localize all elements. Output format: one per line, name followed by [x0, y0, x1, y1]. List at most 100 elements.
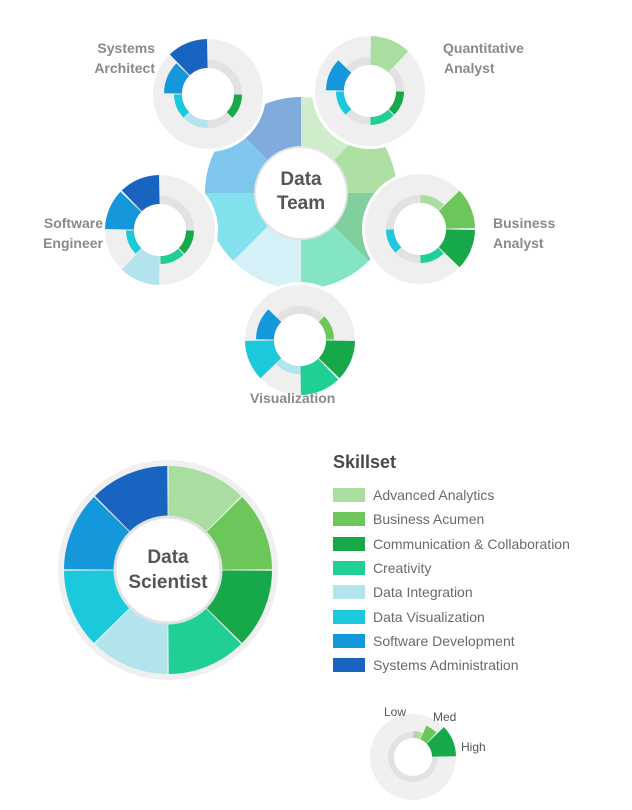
skill-level-segment [318, 316, 334, 340]
legend-item: Advanced Analytics [333, 483, 570, 507]
data-team-title: Data Team [260, 168, 342, 216]
role-rings [102, 33, 478, 398]
legend-swatch [333, 512, 365, 527]
label-line1: Software [43, 215, 103, 231]
label-line2: Analyst [444, 60, 495, 76]
legend-label: Software Development [373, 632, 515, 649]
role-ring-track [126, 196, 194, 264]
skill-level-segment [256, 309, 282, 340]
skill-level-segment [370, 36, 409, 73]
skill-level-segment [388, 91, 404, 115]
legend-label: Creativity [373, 560, 432, 577]
scale-low-label: Low [384, 705, 407, 719]
label-visualization: Visualization [250, 388, 335, 408]
skill-level-segment [105, 191, 142, 230]
skill-level-segment [121, 175, 160, 212]
legend-label: Data Visualization [373, 608, 485, 625]
role-ring-track [336, 57, 404, 125]
label-systems-architect: Systems Architect [60, 38, 155, 78]
role-ring-center [182, 68, 234, 120]
scale-level-1 [413, 731, 423, 740]
legend-label: Advanced Analytics [373, 487, 495, 504]
scientist-segment-3 [168, 607, 242, 674]
legend-item: Systems Administration [333, 653, 570, 677]
hub-center [254, 146, 348, 240]
skill-level-segment [184, 112, 208, 128]
legend-title: Skillset [333, 452, 397, 472]
skill-level-segment [318, 340, 355, 379]
legend-swatch [333, 585, 365, 600]
skill-level-segment [169, 39, 208, 76]
role-ring-business-analyst [362, 171, 478, 287]
skill-level-segment [326, 60, 352, 91]
legend-item: Data Integration [333, 580, 570, 604]
skill-level-scale [370, 714, 456, 800]
label-line1: Business [493, 215, 556, 231]
role-ring-systems-architect [150, 36, 266, 152]
label-line2: Engineer [43, 235, 103, 251]
legend-label: Communication & Collaboration [373, 535, 570, 552]
role-ring-track [174, 60, 242, 128]
scientist-segment-7 [94, 466, 168, 533]
legend-label: Business Acumen [373, 511, 485, 528]
skill-level-segment [164, 63, 190, 94]
scientist-center [113, 515, 223, 625]
data-scientist-wheel [58, 460, 278, 680]
label-line1: Quantitative [443, 40, 524, 56]
scale-high-label: High [461, 740, 486, 754]
skill-level-segment [336, 91, 352, 115]
skill-level-segment [121, 248, 160, 285]
scientist-segment-1 [205, 496, 272, 570]
role-ring-quantitative-analyst [312, 33, 428, 149]
legend-item: Communication & Collaboration [333, 532, 570, 556]
label-line2: Analyst [493, 235, 544, 251]
legend-label: Systems Administration [373, 657, 519, 674]
data-scientist-line1: Data [147, 547, 189, 568]
hub-segment-3 [301, 225, 369, 289]
data-team-line1: Data [280, 169, 322, 190]
skill-level-segment [174, 94, 190, 118]
scientist-segment-2 [205, 570, 272, 644]
role-ring-center [134, 204, 186, 256]
role-ring-software-engineer [102, 172, 218, 288]
legend-swatch [333, 609, 365, 624]
role-ring-track [266, 306, 334, 374]
hub-segment-5 [205, 193, 269, 261]
label-quantitative-analyst: Quantitative Analyst [443, 38, 524, 78]
label-line1: Visualization [250, 390, 336, 406]
scientist-segment-5 [64, 570, 131, 644]
skill-level-segment [420, 195, 444, 211]
skill-level-segment [438, 229, 475, 268]
legend-label: Data Integration [373, 584, 473, 601]
scientist-segment-6 [64, 496, 131, 570]
skill-level-segment [300, 358, 339, 395]
skill-level-segment [276, 358, 300, 374]
skill-level-segment [126, 230, 142, 254]
scale-med-label: Med [433, 710, 457, 724]
label-line2: Architect [94, 60, 155, 76]
data-scientist-line2: Scientist [128, 572, 208, 593]
legend-item: Business Acumen [333, 507, 570, 531]
skill-level-segment [438, 190, 475, 229]
data-scientist-title: Data Scientist [118, 545, 218, 595]
legend-swatch [333, 633, 365, 648]
skill-level-segment [178, 230, 194, 254]
role-ring-center [344, 65, 396, 117]
role-ring-visualization [242, 282, 358, 398]
scientist-segment-4 [94, 607, 168, 674]
role-ring-center [274, 314, 326, 366]
data-team-line2: Team [276, 193, 326, 214]
label-business-analyst: Business Analyst [493, 213, 555, 253]
legend-swatch [333, 658, 365, 673]
scale-level-2 [420, 725, 437, 744]
hub-segment-4 [233, 225, 301, 290]
scale-level-3 [426, 727, 456, 757]
role-ring-track [386, 195, 454, 263]
legend-item: Data Visualization [333, 604, 570, 628]
skill-level-segment [386, 229, 402, 253]
legend-swatch [333, 536, 365, 551]
skill-level-segment [160, 248, 184, 264]
